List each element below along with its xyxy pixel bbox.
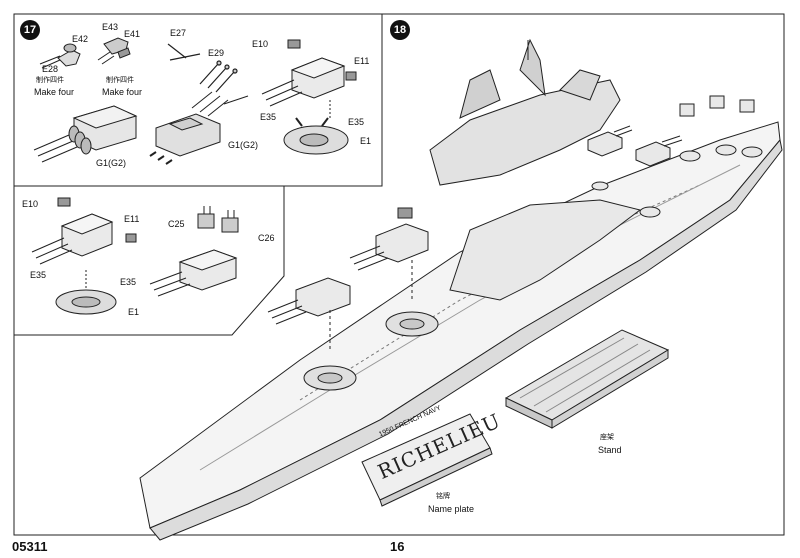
g1-turret-drawing — [33, 105, 138, 163]
ship-hull-drawing — [139, 121, 783, 541]
label-e29: E29 — [208, 48, 225, 58]
subpanel-turret-left-drawing — [31, 197, 137, 315]
label-make-four-1: Make four — [34, 87, 75, 97]
label-e35-a: E35 — [260, 112, 277, 122]
assembled-turret-drawing — [261, 39, 357, 155]
stand-label: Stand — [598, 445, 622, 455]
g2-turret-drawing — [149, 91, 249, 165]
label-e10: E10 — [252, 39, 269, 49]
label-e28: E28 — [42, 64, 59, 74]
label-e27: E27 — [170, 28, 187, 38]
page-number: 16 — [390, 539, 405, 554]
sub-label-e11: E11 — [124, 214, 140, 224]
step17-panel-border — [13, 13, 383, 187]
sub-label-e35-a: E35 — [30, 270, 47, 280]
step-17-badge: 17 — [20, 20, 40, 40]
product-code: 05311 — [12, 539, 48, 554]
subpanel-turret-right-drawing — [149, 206, 239, 297]
secondary-turrets-drawing — [587, 95, 763, 218]
label-e42: E42 — [72, 34, 89, 44]
e42-part-drawing — [39, 43, 81, 69]
floating-main-turrets-drawing — [267, 207, 429, 350]
label-e1: E1 — [360, 136, 372, 146]
superstructure-drawing — [429, 38, 621, 186]
nameplate-label: Name plate — [428, 504, 475, 514]
label-e43: E43 — [102, 22, 119, 32]
sub-label-e10: E10 — [22, 199, 39, 209]
step-18-badge: 18 — [390, 20, 410, 40]
label-e41: E41 — [124, 29, 141, 39]
label-make-four-cn-1: 制作四件 — [36, 77, 64, 84]
label-make-four-2: Make four — [102, 87, 143, 97]
name-plate-drawing — [361, 413, 493, 507]
sub-label-e1: E1 — [128, 307, 140, 317]
sub-label-c25: C25 — [168, 219, 185, 229]
sub-label-e35-b: E35 — [120, 277, 137, 287]
stand-drawing — [504, 329, 670, 429]
label-g1g2-a: G1(G2) — [96, 158, 127, 168]
stand-label-cn: 座架 — [600, 434, 614, 441]
step18-panel-border — [13, 13, 785, 536]
e41-part-drawing — [97, 37, 131, 65]
label-e11: E11 — [354, 56, 370, 66]
label-e35-b: E35 — [348, 117, 365, 127]
nameplate-label-cn: 铭牌 — [436, 493, 450, 500]
label-g1g2-b: G1(G2) — [228, 140, 259, 150]
e29-barrels-drawing — [199, 60, 238, 93]
e27-rod-drawing — [167, 43, 201, 61]
subpanel-border — [13, 186, 285, 336]
label-make-four-cn-2: 制作四件 — [106, 77, 134, 84]
sub-label-c26: C26 — [258, 233, 275, 243]
